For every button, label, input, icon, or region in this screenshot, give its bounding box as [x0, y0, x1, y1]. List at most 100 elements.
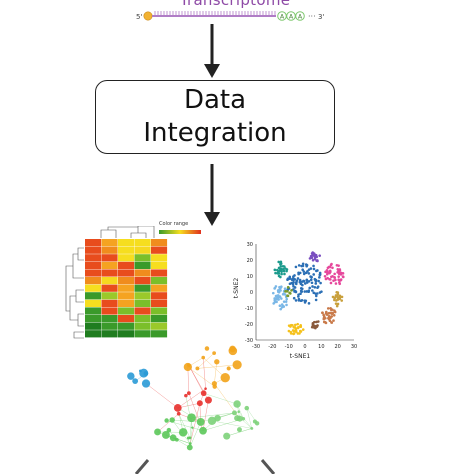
- tsne-point: [318, 254, 321, 257]
- five-prime-cap-icon: [143, 11, 153, 21]
- arrow-left-down-icon: [134, 459, 150, 474]
- data-integration-box: Data Integration: [95, 80, 335, 154]
- heatmap-cell: [101, 254, 118, 262]
- network-node: [252, 419, 257, 424]
- network-node: [176, 411, 181, 416]
- tsne-point: [326, 266, 330, 270]
- tsne-x-tick: -10: [285, 344, 293, 350]
- network-edge: [189, 421, 201, 448]
- tsne-y-label: t-SNE2: [233, 278, 240, 299]
- tsne-x-label: t-SNE1: [290, 353, 311, 360]
- tsne-point: [309, 267, 313, 270]
- network-node: [191, 426, 194, 429]
- tsne-point: [296, 322, 299, 326]
- tsne-point: [329, 311, 333, 315]
- tsne-point: [293, 277, 297, 281]
- heatmap-cell: [85, 269, 102, 277]
- tsne-point: [276, 295, 280, 298]
- tsne-point: [324, 321, 328, 325]
- tsne-point: [325, 313, 329, 316]
- tsne-point: [294, 265, 298, 269]
- tsne-y-tick: -20: [245, 322, 253, 328]
- tsne-point: [296, 326, 300, 329]
- tsne-point: [300, 290, 304, 293]
- heatmap-cell: [85, 307, 102, 315]
- tsne-point: [314, 298, 318, 302]
- tsne-point: [326, 276, 329, 280]
- tsne-y-tick: 10: [247, 274, 253, 280]
- network-node: [138, 369, 142, 373]
- heatmap-cell: [118, 307, 135, 315]
- tsne-point: [285, 297, 288, 301]
- network-node: [169, 434, 177, 442]
- poly-a-letter: A: [280, 14, 285, 21]
- tsne-point: [279, 289, 282, 292]
- tsne-point: [280, 297, 283, 300]
- heatmap-cell: [101, 322, 118, 330]
- heatmap-cells: [85, 239, 168, 338]
- tsne-x-tick: -30: [252, 344, 260, 350]
- heatmap-cell: [118, 239, 135, 247]
- network-edge: [197, 352, 215, 369]
- network-edge: [187, 366, 215, 387]
- heatmap-cell: [101, 261, 118, 269]
- tsne-point: [278, 304, 282, 308]
- tsne-point: [318, 273, 322, 277]
- tsne-point: [335, 299, 338, 302]
- tsne-point: [273, 300, 277, 304]
- tsne-point: [297, 264, 301, 267]
- network-edge: [145, 383, 178, 409]
- network-node: [200, 390, 207, 397]
- heatmap-cell: [151, 292, 168, 300]
- tsne-point: [300, 298, 304, 302]
- heatmap-cell: [85, 246, 102, 254]
- tsne-point: [330, 321, 333, 324]
- network-edge: [189, 427, 193, 444]
- tsne-point: [289, 292, 292, 295]
- tsne-point: [279, 264, 283, 268]
- tsne-point: [292, 280, 295, 284]
- tsne-point: [340, 295, 344, 299]
- tsne-point: [277, 274, 281, 278]
- heatmap-cell: [151, 254, 168, 262]
- tsne-point: [273, 297, 276, 300]
- tsne-point: [325, 269, 329, 272]
- tsne-point: [305, 279, 308, 282]
- network-edge: [197, 364, 238, 369]
- tsne-point: [318, 271, 322, 275]
- network-node: [169, 417, 175, 423]
- bottom-arrows: [134, 459, 276, 474]
- color-range-label: Color range: [159, 221, 189, 227]
- tsne-point: [341, 272, 345, 275]
- network-edge: [238, 411, 252, 429]
- network-edge: [157, 413, 179, 433]
- tsne-point: [312, 273, 315, 276]
- tsne-point: [301, 262, 305, 266]
- tsne-point: [332, 319, 335, 322]
- heatmap-cell: [134, 246, 151, 254]
- tsne-point: [299, 330, 303, 333]
- tsne-point: [281, 304, 285, 308]
- tsne-point: [287, 329, 291, 333]
- heatmap-cell: [151, 322, 168, 330]
- tsne-y-tick: -30: [245, 338, 253, 344]
- tsne-point: [314, 279, 318, 283]
- tsne-point: [309, 278, 313, 282]
- tsne-point: [302, 270, 306, 273]
- tsne-point: [335, 304, 339, 308]
- heatmap-cell: [118, 330, 135, 338]
- tsne-point: [299, 280, 302, 284]
- network-node: [187, 413, 196, 423]
- network-node: [223, 432, 231, 440]
- three-prime-label: 3': [318, 13, 324, 21]
- tsne-point: [274, 294, 278, 298]
- heatmap-cell: [118, 292, 135, 300]
- tsne-y-tick: 0: [250, 290, 253, 296]
- heatmap-cell: [151, 239, 168, 247]
- tsne-point: [312, 264, 315, 268]
- tsne-point: [293, 323, 297, 327]
- tsne-point: [279, 262, 282, 266]
- tsne-point: [324, 310, 328, 314]
- tsne-point: [307, 290, 310, 293]
